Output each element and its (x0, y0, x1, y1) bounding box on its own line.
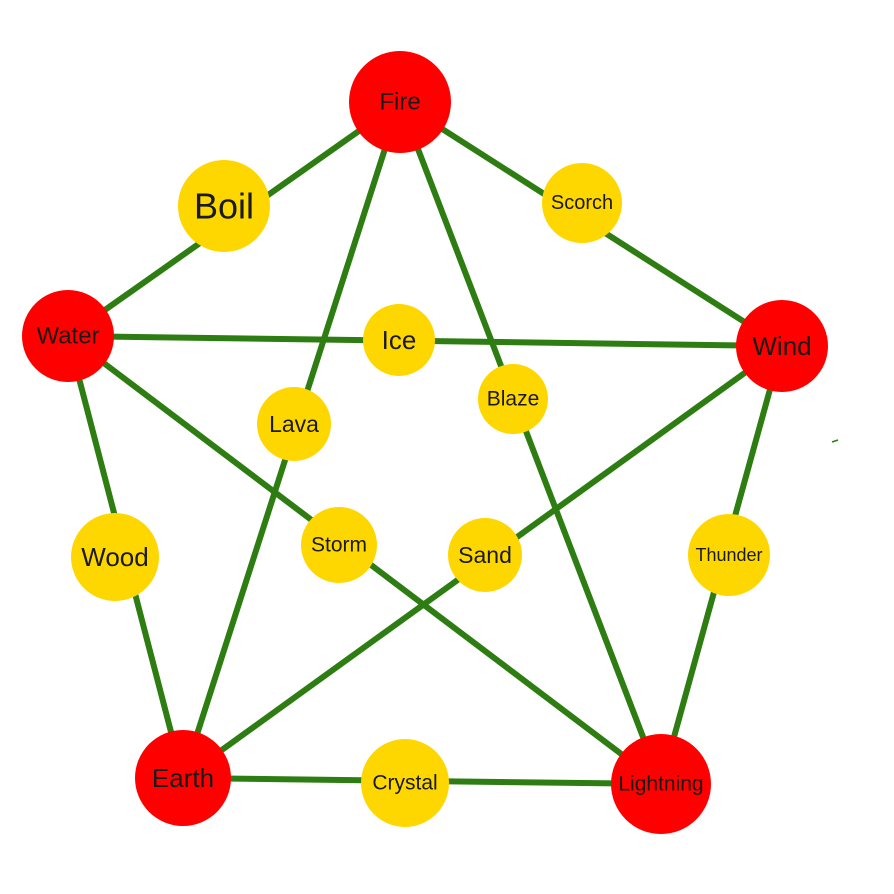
node-label-boil: Boil (194, 186, 254, 227)
node-label-lava: Lava (269, 411, 319, 437)
node-boil: Boil (178, 160, 270, 252)
node-thunder: Thunder (688, 514, 770, 596)
node-circle-crystal (361, 739, 449, 827)
node-lava: Lava (257, 387, 331, 461)
node-circle-wind (736, 300, 828, 392)
node-circle-earth (135, 730, 231, 826)
node-circle-boil (178, 160, 270, 252)
node-wind: Wind (736, 300, 828, 392)
node-circle-water (22, 290, 114, 382)
node-label-thunder: Thunder (695, 545, 762, 565)
node-circle-sand (448, 518, 522, 592)
node-circle-thunder (688, 514, 770, 596)
node-ice: Ice (363, 304, 435, 376)
edge-fire-lightning (397, 100, 664, 786)
node-label-storm: Storm (311, 534, 367, 557)
node-label-sand: Sand (458, 542, 512, 568)
node-label-fire: Fire (379, 89, 420, 116)
node-blaze: Blaze (478, 364, 548, 434)
node-label-scorch: Scorch (551, 192, 613, 214)
edges-layer (65, 99, 785, 787)
node-label-wind: Wind (752, 331, 811, 361)
node-circle-scorch (542, 163, 622, 243)
node-label-blaze: Blaze (487, 388, 540, 411)
node-circle-lightning (611, 734, 711, 834)
node-circle-lava (257, 387, 331, 461)
node-water: Water (22, 290, 114, 382)
node-label-wood: Wood (81, 542, 148, 572)
node-label-earth: Earth (152, 763, 214, 793)
node-circle-storm (301, 507, 377, 583)
node-label-water: Water (36, 323, 99, 350)
node-circle-ice (363, 304, 435, 376)
node-label-crystal: Crystal (372, 772, 437, 795)
node-scorch: Scorch (542, 163, 622, 243)
node-earth: Earth (135, 730, 231, 826)
node-crystal: Crystal (361, 739, 449, 827)
node-wood: Wood (71, 513, 159, 601)
node-lightning: Lightning (611, 734, 711, 834)
node-circle-wood (71, 513, 159, 601)
stray-mark (831, 439, 839, 443)
node-storm: Storm (301, 507, 377, 583)
node-fire: Fire (349, 51, 451, 153)
node-circle-fire (349, 51, 451, 153)
node-label-ice: Ice (382, 325, 417, 355)
node-circle-blaze (478, 364, 548, 434)
node-sand: Sand (448, 518, 522, 592)
node-label-lightning: Lightning (618, 773, 703, 796)
